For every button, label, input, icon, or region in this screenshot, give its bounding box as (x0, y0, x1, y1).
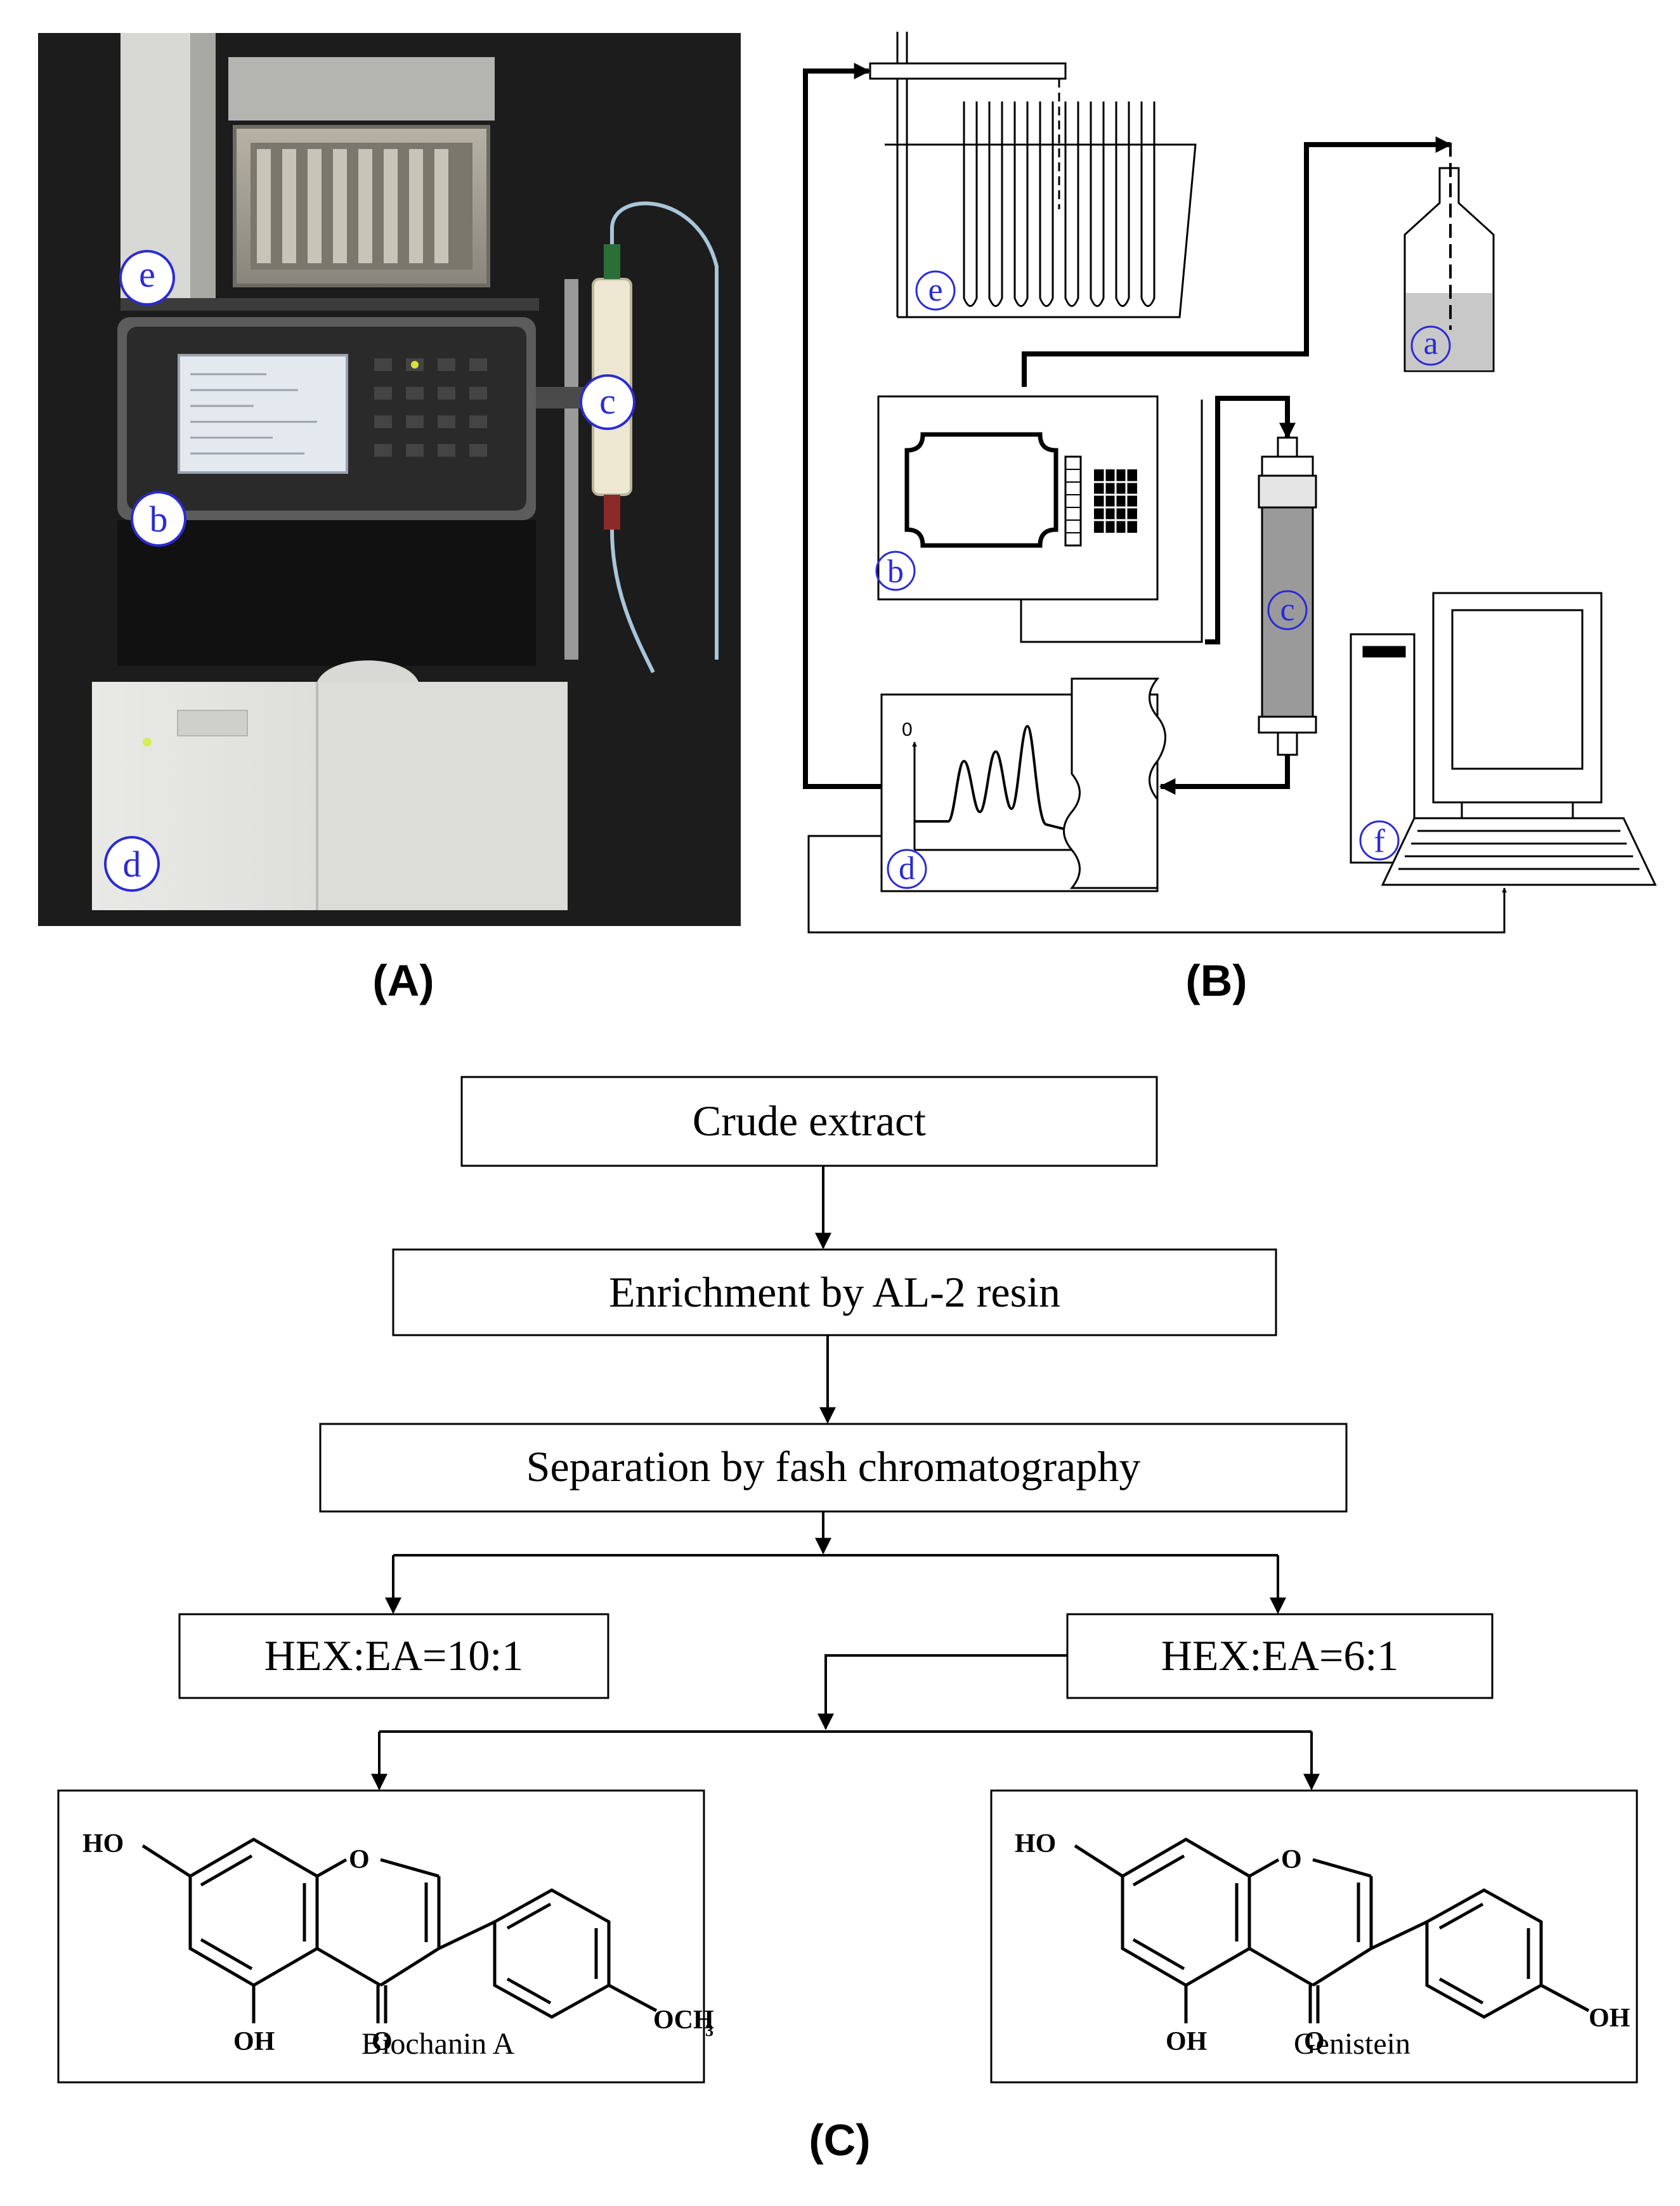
svg-text:f: f (1374, 823, 1385, 859)
flow-text-separation: Separation by fash chromatography (526, 1442, 1141, 1491)
panel-caption-c: (C) (809, 2115, 870, 2165)
photo-controller (117, 317, 536, 666)
svg-text:c: c (599, 381, 616, 422)
schematic-label-d: d (887, 849, 927, 889)
svg-text:O: O (349, 1845, 370, 1874)
svg-text:a: a (1423, 325, 1438, 362)
svg-text:OH: OH (1589, 2004, 1630, 2033)
structure-biochanin-name: Biochanin A (361, 2027, 515, 2061)
schematic-column-detector-line (1159, 755, 1290, 795)
flow-text-hex10: HEX:EA=10:1 (264, 1631, 524, 1680)
schematic-label-b: b (875, 551, 916, 591)
schematic-pump-column-line (1205, 396, 1296, 644)
schematic-detector: 0 (880, 677, 1166, 892)
flow-box-hex6 (1066, 1613, 1494, 1699)
schematic-label-f: f (1359, 820, 1400, 861)
flow-box-enrich (392, 1248, 1277, 1336)
photo-panel: e b c d (38, 33, 741, 926)
flow-text-hex6: HEX:EA=6:1 (1161, 1631, 1399, 1680)
photo-label-b: b (131, 491, 186, 547)
flow-hex6-return (817, 1654, 1067, 1730)
flow-box-hex10 (178, 1613, 609, 1699)
schematic-detector-collector-line (803, 63, 882, 789)
svg-text:d: d (899, 851, 915, 887)
flow-box-separation (319, 1423, 1348, 1513)
photo-label-e: e (119, 250, 175, 306)
svg-text:HO: HO (1015, 1829, 1056, 1858)
flow-text-enrich: Enrichment by AL-2 resin (609, 1268, 1060, 1316)
svg-text:b: b (887, 554, 904, 590)
panel-caption-a: (A) (372, 956, 434, 1005)
schematic-label-c: c (1267, 590, 1308, 630)
panel-caption-b: (B) (1185, 956, 1247, 1005)
svg-text:3: 3 (705, 2021, 713, 2040)
photo-fraction-collector (120, 57, 539, 311)
schematic-label-e: e (915, 270, 956, 311)
svg-text:b: b (150, 499, 168, 540)
svg-text:OCH: OCH (653, 2006, 714, 2035)
svg-text:e: e (928, 272, 942, 308)
photo-controller-screen (178, 354, 348, 474)
svg-text:c: c (1280, 592, 1294, 628)
flowchart-panel: Crude extract Enrichment by AL-2 resin S… (57, 1076, 1638, 2084)
schematic-solvent-line (1022, 136, 1452, 387)
schematic-tubes (963, 101, 1156, 307)
schematic-solvent-bottle (1403, 143, 1495, 372)
schematic-label-a: a (1410, 325, 1451, 366)
structure-genistein-name: Genistein (1294, 2027, 1410, 2061)
schematic-data-line (807, 835, 1507, 934)
svg-text:O: O (372, 2027, 393, 2056)
svg-text:O: O (1281, 1845, 1302, 1874)
flow-text-crude: Crude extract (693, 1097, 926, 1145)
photo-detector (92, 660, 568, 910)
schematic-column (1258, 436, 1317, 756)
schematic-panel: 0 a b (803, 32, 1657, 934)
svg-text:d: d (123, 844, 141, 885)
flow-box-crude (460, 1076, 1158, 1167)
schematic-chromatogram (915, 724, 1072, 832)
svg-text:HO: HO (82, 1829, 124, 1858)
structure-biochanin: HO O O OH OCH 3 Biochanin A (82, 1829, 714, 2061)
photo-label-c: c (580, 374, 635, 430)
structure-genistein: HO O O OH OH Genistein (1015, 1829, 1630, 2061)
svg-text:OH: OH (233, 2027, 275, 2056)
schematic-computer (1350, 592, 1657, 886)
svg-text:OH: OH (1166, 2027, 1207, 2056)
photo-side-tower-shadow (190, 33, 216, 299)
photo-keypad (374, 358, 487, 457)
schematic-pump (877, 395, 1203, 643)
photo-label-d: d (104, 836, 160, 892)
svg-text:O: O (1304, 2027, 1325, 2056)
schematic-fraction-collector (869, 32, 1197, 318)
svg-text:e: e (139, 254, 155, 295)
svg-text:0: 0 (902, 719, 913, 740)
